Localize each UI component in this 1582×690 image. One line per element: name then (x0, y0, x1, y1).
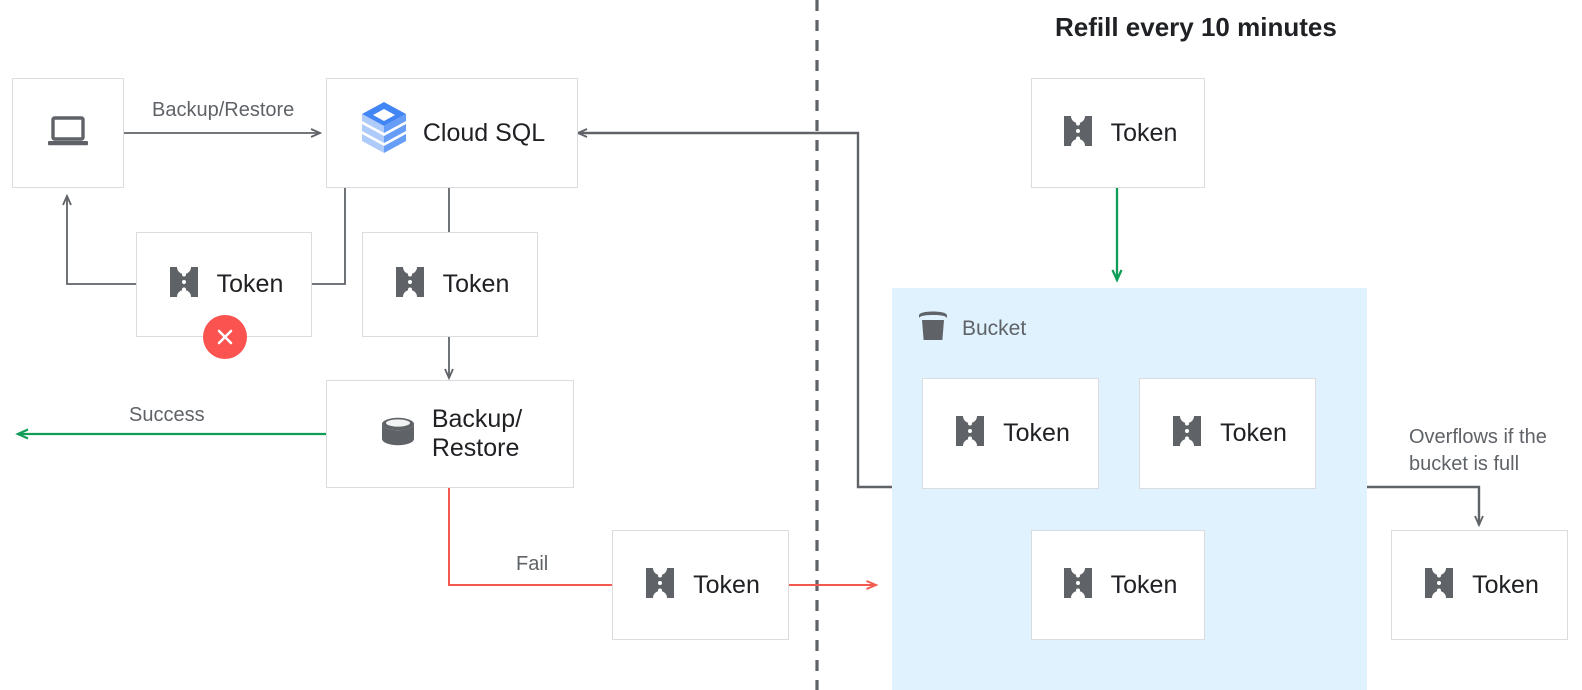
node-token-consumed[interactable]: Token (362, 232, 538, 337)
token-icon (165, 266, 203, 303)
node-token-consumed-label: Token (442, 270, 510, 299)
bucket-header: Bucket (916, 310, 1026, 347)
token-icon (1168, 415, 1206, 452)
node-token-overflow[interactable]: Token (1391, 530, 1568, 640)
edge-label-success: Success (129, 404, 205, 426)
edge-label-fail: Fail (516, 553, 549, 575)
node-token-bucket-2[interactable]: Token (1139, 378, 1316, 489)
node-token-bucket-1-label: Token (1003, 419, 1070, 448)
edge-cloudsql-to-token-rejected (312, 187, 346, 285)
bucket-icon (916, 310, 950, 347)
node-token-overflow-label: Token (1472, 570, 1539, 599)
node-backup-restore[interactable]: Backup/ Restore (326, 380, 574, 488)
node-token-bucket-1[interactable]: Token (922, 378, 1099, 489)
token-icon (1059, 115, 1097, 152)
node-token-fail[interactable]: Token (612, 530, 789, 640)
node-token-rejected-label: Token (216, 270, 284, 299)
token-icon (951, 415, 989, 452)
token-icon (641, 567, 679, 604)
node-token-refill[interactable]: Token (1031, 78, 1205, 188)
node-token-fail-label: Token (693, 570, 760, 599)
edge-bucket-to-cloudsql (578, 133, 892, 489)
edge-label-overflow: Overflows if the bucket is full (1409, 426, 1547, 475)
node-token-bucket-2-label: Token (1220, 419, 1287, 448)
cloud-sql-logo (359, 100, 409, 167)
database-icon (378, 415, 418, 454)
node-token-bucket-3-label: Token (1110, 570, 1178, 599)
edge-label-backup-restore: Backup/Restore (152, 99, 295, 121)
node-cloud-sql-label: Cloud SQL (422, 118, 546, 147)
node-token-refill-label: Token (1110, 118, 1178, 147)
token-icon (1420, 567, 1458, 604)
page-title: Refill every 10 minutes (1055, 12, 1337, 42)
edge-backup-fail (448, 488, 612, 586)
edge-token-rejected-to-client (67, 196, 136, 285)
edge-bucket-overflow (1367, 485, 1479, 525)
x-mark-icon (203, 315, 247, 359)
token-icon (391, 266, 429, 303)
laptop-icon (46, 112, 90, 155)
node-token-bucket-3[interactable]: Token (1031, 530, 1205, 640)
token-icon (1059, 567, 1097, 604)
node-cloud-sql[interactable]: Cloud SQL (326, 78, 578, 188)
node-client[interactable] (12, 78, 124, 188)
node-backup-restore-label: Backup/ Restore (431, 405, 523, 462)
bucket-title: Bucket (962, 316, 1027, 340)
